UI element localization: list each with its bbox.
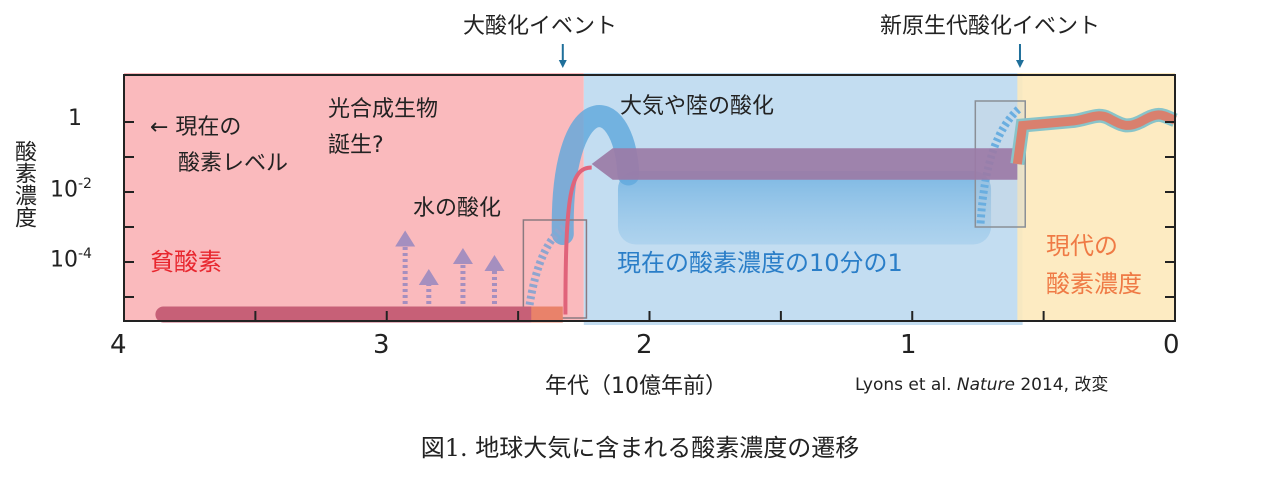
- y-tick-label-1e-2: 10-2: [50, 176, 92, 202]
- source-journal: Nature: [956, 375, 1015, 395]
- event-arrow-icon-1: [1015, 60, 1024, 68]
- water-arrow-head-1: [418, 269, 439, 285]
- annotation-line: 光合成生物: [328, 97, 439, 122]
- x-axis-label: 年代（10億年前）: [545, 374, 727, 399]
- event-label-goe: 大酸化イベント: [463, 14, 618, 39]
- annotation-photosynthesis: 光合成生物 誕生?: [328, 92, 438, 164]
- x-tick-label-3: 3: [373, 330, 390, 360]
- water-arrow-head-0: [395, 230, 416, 247]
- source-suffix: 2014, 改変: [1014, 375, 1109, 395]
- event-label-noe: 新原生代酸化イベント: [880, 14, 1101, 39]
- x-tick-label-4: 4: [110, 330, 127, 360]
- source-credit: Lyons et al. Nature 2014, 改変: [855, 370, 1108, 395]
- x-tick-label-2: 2: [636, 330, 653, 360]
- goe-rise-line: [563, 165, 592, 315]
- oxidation-arch: [551, 105, 640, 245]
- annotation-line: 酸素濃度: [1046, 270, 1142, 298]
- y-tick-label-1e-4: 10-4: [50, 246, 92, 272]
- y-tick-label-1: 1: [68, 106, 82, 131]
- water-arrow-head-3: [484, 255, 505, 271]
- annotation-line: 現代の: [1046, 232, 1118, 260]
- figure-caption: 図1. 地球大気に含まれる酸素濃度の遷移: [420, 434, 860, 462]
- annotation-atmos-land-oxidation: 大気や陸の酸化: [620, 94, 775, 119]
- annotation-line: 酸素レベル: [178, 151, 289, 176]
- y-tick-base: 10: [50, 247, 78, 273]
- proterozoic-level-band: [591, 148, 1018, 180]
- annotation-line: ← 現在の: [150, 115, 242, 140]
- source-prefix: Lyons et al.: [855, 375, 957, 395]
- y-tick-exp: -4: [78, 246, 92, 262]
- water-arrow-head-2: [452, 248, 473, 264]
- y-axis-label: 酸素濃度: [11, 140, 36, 228]
- x-tick-label-0: 0: [1163, 330, 1180, 360]
- modern-level-band: [1012, 110, 1177, 165]
- region-anoxic: [124, 73, 584, 321]
- annotation-line: 誕生?: [328, 133, 384, 158]
- region-label-modern: 現代の 酸素濃度: [1046, 227, 1142, 303]
- region-label-tenth: 現在の酸素濃度の10分の1: [617, 249, 903, 277]
- event-arrow-icon-0: [558, 60, 567, 68]
- y-tick-base: 10: [50, 177, 78, 203]
- goe-dashed-rise: [524, 219, 573, 312]
- x-tick-label-1: 1: [900, 330, 917, 360]
- region-label-anoxic: 貧酸素: [150, 248, 222, 276]
- annotation-current-level: ← 現在の 酸素レベル: [150, 110, 288, 182]
- y-tick-exp: -2: [78, 176, 92, 192]
- tenth-level-band: [617, 171, 992, 245]
- annotation-water-oxidation: 水の酸化: [413, 196, 502, 221]
